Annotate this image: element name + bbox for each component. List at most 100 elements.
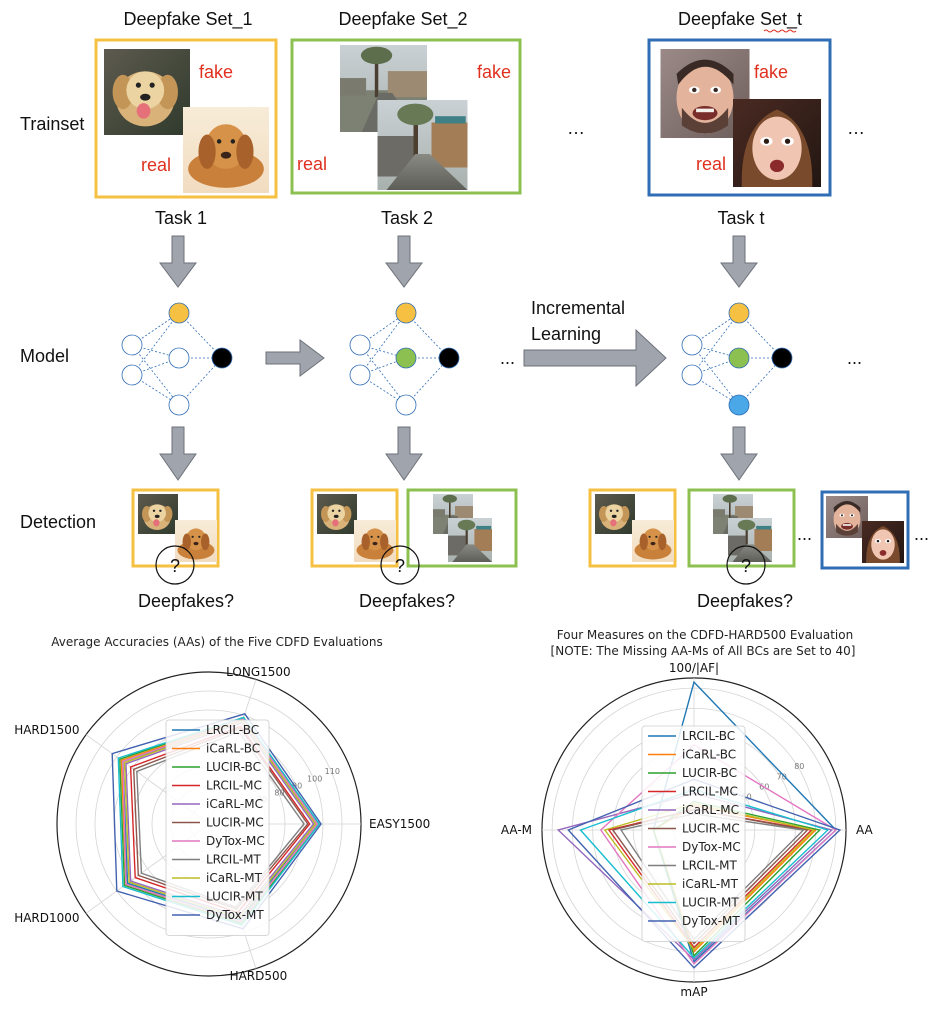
neural-network-1 xyxy=(121,302,233,416)
axis-label: AA xyxy=(856,823,874,837)
neural-network-2 xyxy=(349,302,460,416)
svg-text:?: ? xyxy=(395,556,405,576)
legend-label: LUCIR-MC xyxy=(682,822,740,836)
legend-label: LUCIR-MT xyxy=(682,896,739,910)
axis-label: EASY1500 xyxy=(369,817,430,831)
svg-text:?: ? xyxy=(170,556,180,576)
detection-box-t-dogs xyxy=(588,488,677,568)
radial-tick-label: 90 xyxy=(292,781,302,790)
down-arrow-icon xyxy=(385,426,423,481)
axis-label: mAP xyxy=(680,985,707,999)
real-image-street xyxy=(377,100,468,190)
trainset-ellipsis: … xyxy=(567,118,585,138)
radial-tick-label: 80 xyxy=(794,762,804,771)
node-green xyxy=(728,347,750,369)
axis-label: AA-M xyxy=(501,823,532,837)
legend-label: LUCIR-BC xyxy=(682,766,737,780)
deepfakes-label-2: Deepfakes? xyxy=(359,591,455,611)
legend-label: LRCIL-MT xyxy=(206,853,262,867)
fake-label: fake xyxy=(477,62,511,82)
detection-ellipsis-right: ... xyxy=(914,524,929,544)
node-output xyxy=(438,347,460,369)
set-title-1: Deepfake Set_1 xyxy=(123,9,252,30)
fake-label: fake xyxy=(754,62,788,82)
legend-label: LRCIL-MC xyxy=(206,779,262,793)
radial-tick-label: 100 xyxy=(307,774,322,783)
question-icon: ? xyxy=(726,545,766,585)
chart-subtitle: [NOTE: The Missing AA-Ms of All BCs are … xyxy=(551,644,856,658)
radial-tick-label: 80 xyxy=(274,789,284,798)
legend-label: LRCIL-MC xyxy=(682,785,738,799)
down-arrow-icon xyxy=(159,235,197,288)
legend-label: DyTox-MC xyxy=(682,840,741,854)
legend-label: iCaRL-BC xyxy=(682,748,736,762)
radial-tick-label: 70 xyxy=(777,772,787,781)
question-icon: ? xyxy=(380,545,420,585)
set-title-t: Deepfake Set_t xyxy=(678,9,802,30)
legend-label: iCaRL-MC xyxy=(682,803,739,817)
legend-label: LUCIR-BC xyxy=(206,760,261,774)
node-output xyxy=(211,347,233,369)
task-label-t: Task t xyxy=(717,208,764,228)
set-title-2: Deepfake Set_2 xyxy=(338,9,467,30)
trainset-ellipsis-right: … xyxy=(847,118,865,138)
node-blue xyxy=(728,394,750,416)
svg-text:?: ? xyxy=(741,556,751,576)
down-arrow-icon xyxy=(720,426,758,481)
trainset-box-2: fake real xyxy=(290,38,522,195)
deepfakes-label-t: Deepfakes? xyxy=(697,591,793,611)
model-ellipsis-right: ... xyxy=(847,348,862,368)
model-ellipsis: ... xyxy=(500,348,515,368)
row-label-detection: Detection xyxy=(20,512,96,532)
legend-box xyxy=(165,719,270,936)
detection-box-2-street xyxy=(406,488,518,568)
legend-label: DyTox-MT xyxy=(682,914,740,928)
deepfakes-label-1: Deepfakes? xyxy=(138,591,234,611)
legend-label: LRCIL-BC xyxy=(682,729,735,743)
legend-label: iCaRL-BC xyxy=(206,742,260,756)
legend-label: LRCIL-BC xyxy=(206,723,259,737)
legend-label: iCaRL-MC xyxy=(206,797,263,811)
axis-label: HARD1000 xyxy=(14,911,79,925)
legend-label: LRCIL-MT xyxy=(682,859,738,873)
right-arrow-icon xyxy=(265,339,325,377)
task-label-1: Task 1 xyxy=(155,208,207,228)
legend-label: LUCIR-MC xyxy=(206,816,264,830)
down-arrow-icon xyxy=(159,426,197,481)
row-label-model: Model xyxy=(20,346,69,366)
real-image-face xyxy=(733,99,821,187)
axis-label: HARD1500 xyxy=(14,723,79,737)
spellcheck-squiggle xyxy=(763,29,797,33)
down-arrow-icon xyxy=(385,235,423,288)
detection-box-t-street xyxy=(687,488,796,568)
chart-title: Four Measures on the CDFD-HARD500 Evalua… xyxy=(557,628,853,642)
real-image-dog xyxy=(183,107,269,193)
node-green xyxy=(395,347,417,369)
legend-label: DyTox-MC xyxy=(206,834,265,848)
radar-chart-hard500: Four Measures on the CDFD-HARD500 Evalua… xyxy=(501,628,874,999)
detection-ellipsis: ... xyxy=(797,524,812,544)
axis-label: HARD500 xyxy=(230,969,288,983)
axis-label: 100/|AF| xyxy=(669,661,719,675)
legend-label: DyTox-MT xyxy=(206,908,264,922)
legend-label: iCaRL-MT xyxy=(206,871,263,885)
row-label-trainset: Trainset xyxy=(20,114,84,134)
node-yellow xyxy=(728,302,750,324)
node-output xyxy=(771,347,793,369)
task-label-2: Task 2 xyxy=(381,208,433,228)
axis-label: LONG1500 xyxy=(226,665,291,679)
radial-tick-label: 110 xyxy=(325,767,340,776)
detection-box-1-dogs xyxy=(131,488,220,568)
question-icon: ? xyxy=(155,545,195,585)
real-label: real xyxy=(297,154,327,174)
learning-label: Learning xyxy=(531,324,601,344)
fake-image-dog xyxy=(104,49,190,135)
fake-label: fake xyxy=(199,62,233,82)
real-label: real xyxy=(141,155,171,175)
legend-box xyxy=(641,725,746,942)
node-yellow xyxy=(395,302,417,324)
chart-title: Average Accuracies (AAs) of the Five CDF… xyxy=(51,635,382,649)
trainset-box-t: fake real xyxy=(647,38,832,197)
node-yellow xyxy=(168,302,190,324)
